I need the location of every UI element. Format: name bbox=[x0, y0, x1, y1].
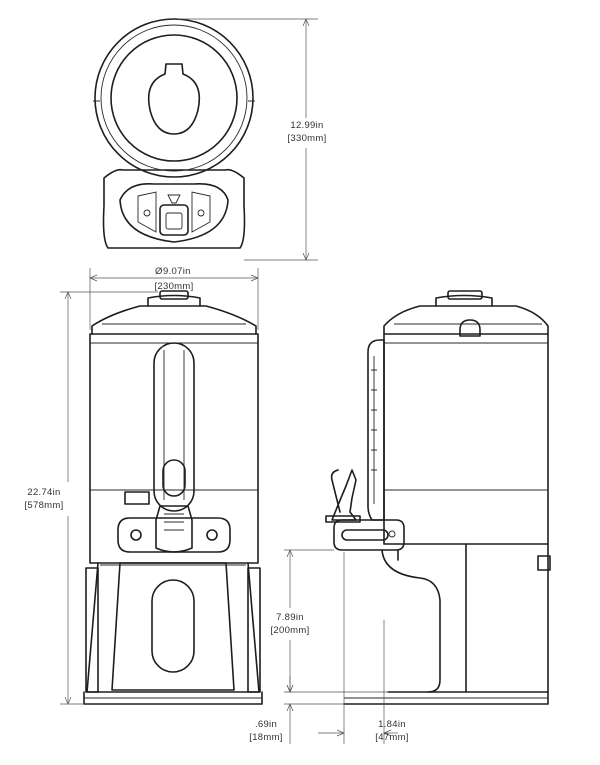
dimension-base-offset: .69in [18mm] bbox=[249, 676, 344, 744]
stand-height-imperial: 7.89in bbox=[276, 612, 304, 623]
base-offset-imperial: .69in bbox=[255, 719, 277, 730]
total-height-metric: [578mm] bbox=[24, 500, 63, 511]
side-view bbox=[325, 290, 551, 705]
base-offset-metric: [18mm] bbox=[249, 732, 282, 743]
faucet-reach-imperial: 1.84in bbox=[378, 719, 406, 730]
dimension-total-height: 22.74in [578mm] bbox=[24, 291, 158, 705]
diameter-symbol: Ø bbox=[155, 266, 163, 277]
top-height-imperial: 12.99in bbox=[290, 120, 323, 131]
faucet-reach-metric: [47mm] bbox=[375, 732, 408, 743]
diameter-imperial: 9.07in bbox=[163, 266, 191, 277]
dimension-stand-height: 7.89in [200mm] bbox=[270, 549, 388, 693]
top-view bbox=[93, 18, 255, 249]
stand-height-metric: [200mm] bbox=[270, 625, 309, 636]
dimension-faucet-reach: 1.84in [47mm] bbox=[318, 552, 408, 744]
front-view bbox=[83, 290, 263, 705]
diameter-metric: [230mm] bbox=[154, 281, 193, 292]
total-height-imperial: 22.74in bbox=[27, 487, 60, 498]
top-height-metric: [330mm] bbox=[287, 133, 326, 144]
dimension-top-height: 12.99in [330mm] bbox=[178, 18, 326, 261]
dimension-diameter: Ø 9.07in [230mm] bbox=[89, 266, 259, 330]
